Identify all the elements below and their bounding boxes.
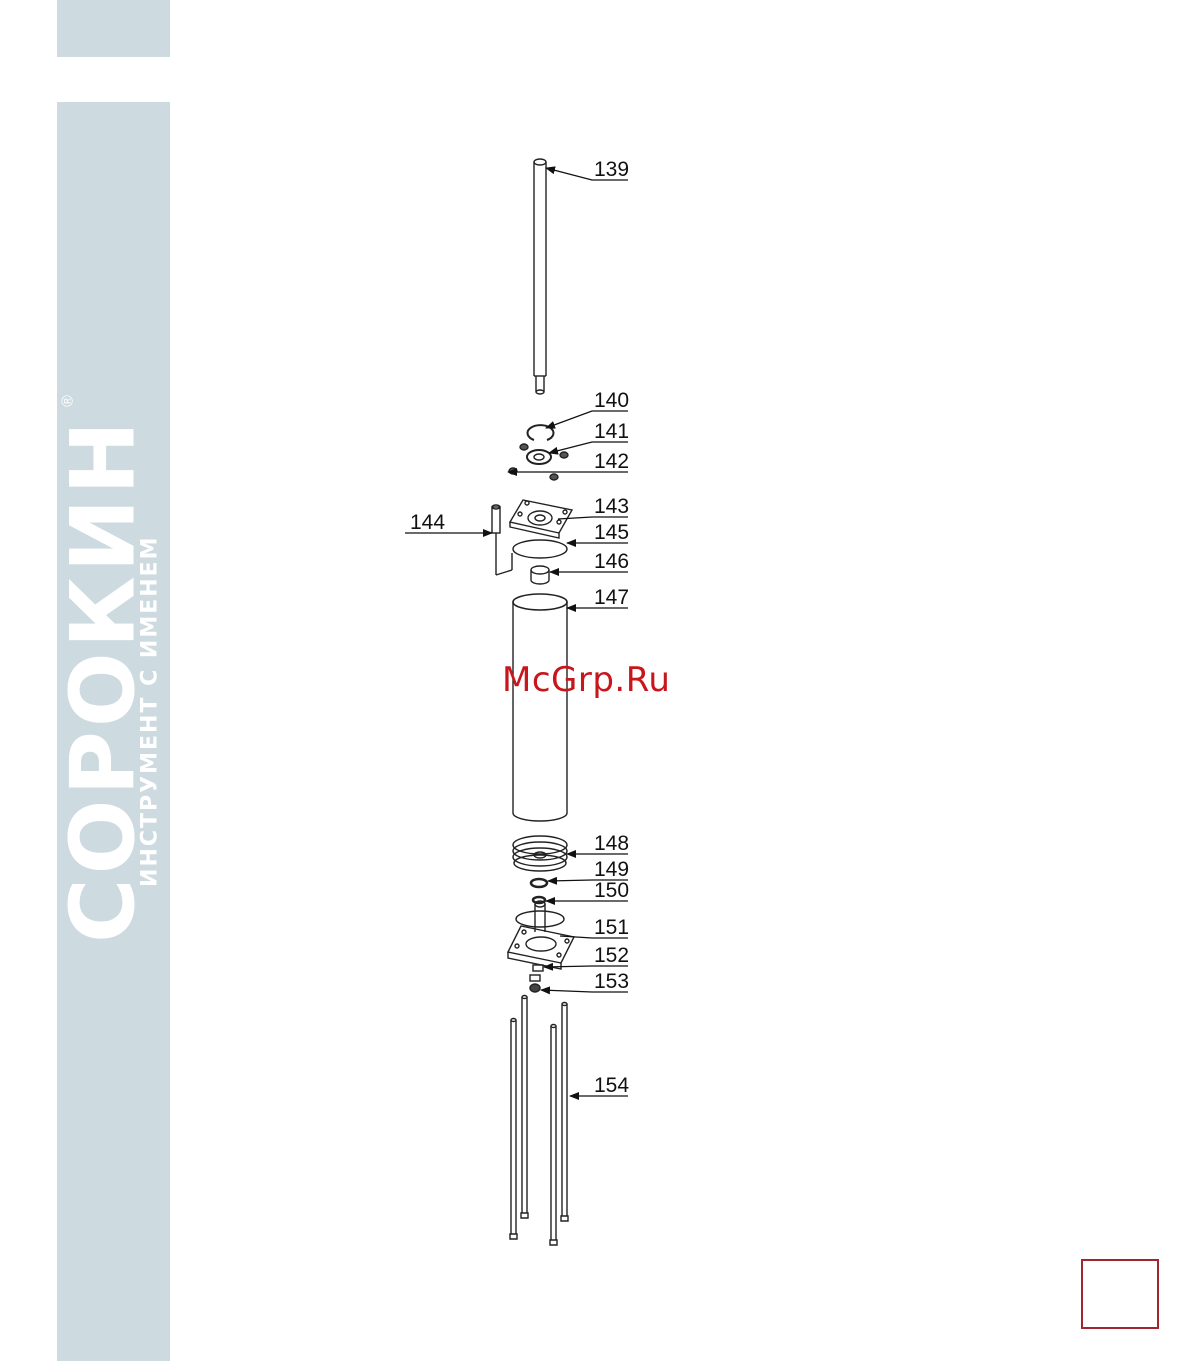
callout-146: 146 xyxy=(594,550,629,573)
callout-142: 142 xyxy=(594,450,629,473)
part-149-seal xyxy=(531,879,547,887)
part-147-cylinder xyxy=(513,594,567,821)
part-154-tie-rods xyxy=(510,996,568,1246)
part-152-153-fittings xyxy=(530,965,543,992)
part-148-piston xyxy=(513,836,567,871)
part-144-valve xyxy=(492,505,512,575)
callout-148: 148 xyxy=(594,832,629,855)
callout-145: 145 xyxy=(594,521,629,544)
callout-153: 153 xyxy=(594,970,629,993)
callout-152: 152 xyxy=(594,944,629,967)
callout-154: 154 xyxy=(594,1074,629,1097)
callout-139: 139 xyxy=(594,158,629,181)
part-141-142-bearing-nuts xyxy=(509,444,568,480)
callout-147: 147 xyxy=(594,586,629,609)
callout-150: 150 xyxy=(594,879,629,902)
callout-141: 141 xyxy=(594,420,629,443)
callout-151: 151 xyxy=(594,916,629,939)
watermark: McGrp.Ru xyxy=(502,660,670,700)
callout-143: 143 xyxy=(594,495,629,518)
callout-144: 144 xyxy=(410,511,445,534)
callout-labels: 139 140 141 142 143 144 145 146 147 148 … xyxy=(410,158,629,1097)
callout-149: 149 xyxy=(594,858,629,881)
callout-140: 140 xyxy=(594,389,629,412)
part-146-bushing xyxy=(531,566,549,584)
part-151-bottom-flange xyxy=(508,901,574,969)
page-number-box xyxy=(1081,1259,1159,1329)
part-139-rod xyxy=(534,159,546,394)
part-145-o-ring xyxy=(513,540,567,558)
